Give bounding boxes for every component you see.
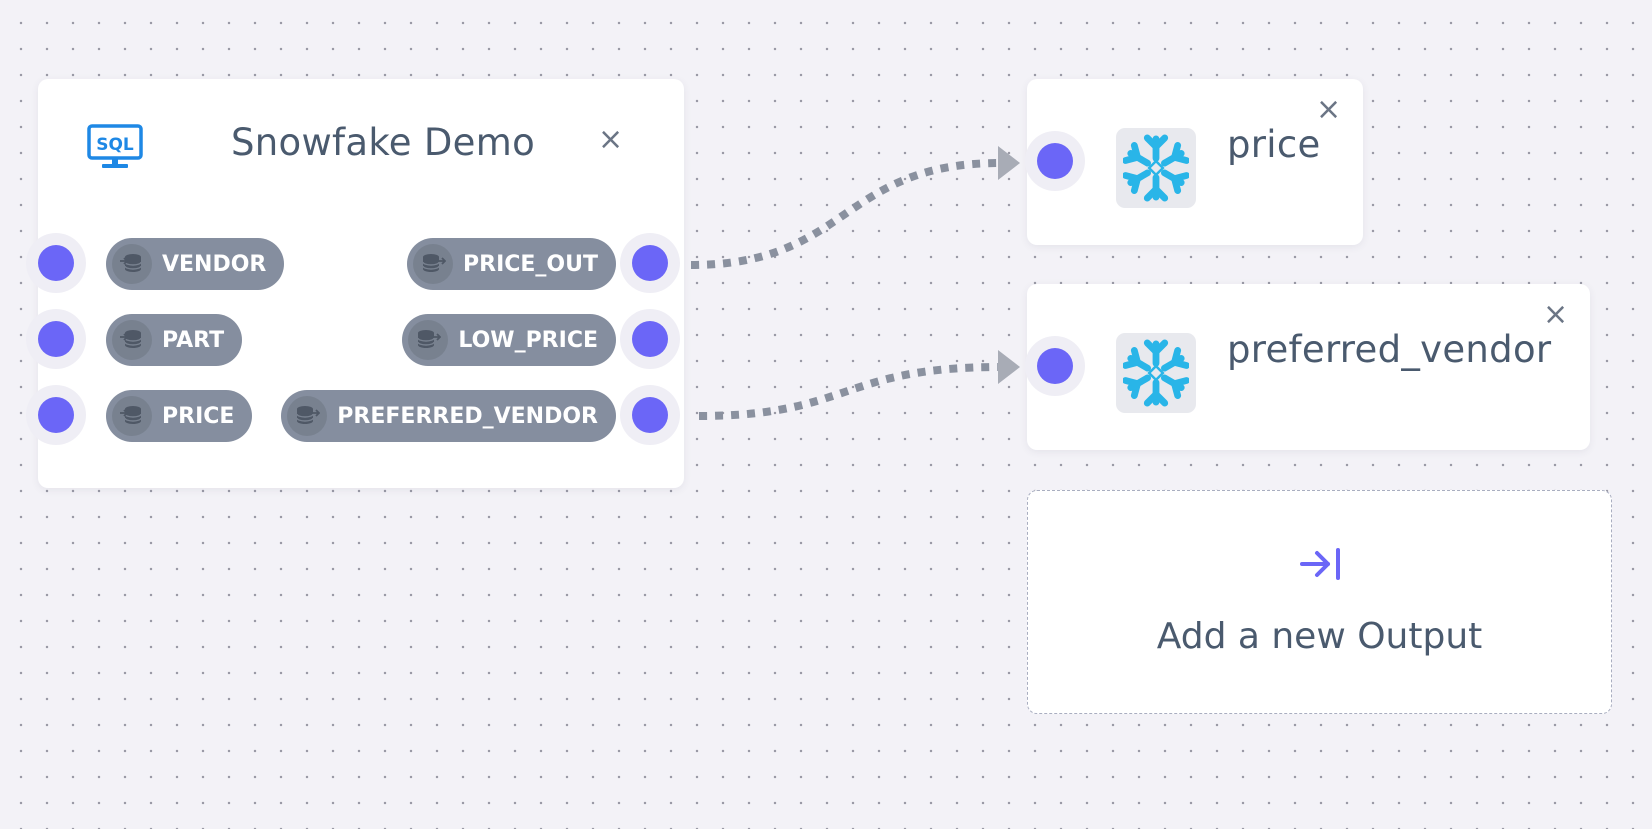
output-pill-price-out[interactable]: PRICE_OUT (407, 238, 616, 290)
output-port-price-out[interactable] (620, 233, 680, 293)
edge-arrowhead-price (998, 146, 1020, 180)
output-node-preferred-vendor-title: preferred_vendor (1227, 328, 1552, 371)
database-output-icon (408, 320, 449, 360)
add-output-button[interactable]: Add a new Output (1027, 490, 1612, 714)
database-input-icon (112, 320, 152, 360)
output-node-preferred-vendor[interactable]: preferred_vendor × (1025, 284, 1590, 450)
output-node-price-title: price (1227, 123, 1321, 166)
svg-text:SQL: SQL (96, 135, 134, 155)
database-input-icon (112, 244, 152, 284)
output-label-preferred-vendor: PREFERRED_VENDOR (337, 403, 598, 429)
output-label-price-out: PRICE_OUT (463, 251, 598, 277)
edge-price-out-to-price (690, 159, 1001, 269)
output-node-preferred-vendor-input-port[interactable] (1025, 336, 1085, 396)
database-output-icon (287, 396, 328, 436)
input-pill-vendor[interactable]: VENDOR (106, 238, 285, 290)
output-port-low-price[interactable] (620, 309, 680, 369)
edge-preferred-vendor-to-preferred-vendor (698, 363, 1001, 420)
input-label-vendor: VENDOR (162, 251, 267, 277)
output-node-price[interactable]: price × (1025, 79, 1363, 245)
output-node-price-close-button[interactable]: × (1316, 92, 1342, 127)
output-label-low-price: LOW_PRICE (458, 327, 598, 353)
input-label-price: PRICE (162, 403, 235, 429)
snowflake-icon (1116, 333, 1196, 413)
add-output-label: Add a new Output (1156, 616, 1483, 657)
input-port-vendor[interactable] (26, 233, 86, 293)
snowflake-icon (1116, 128, 1196, 208)
output-pill-low-price[interactable]: LOW_PRICE (402, 314, 616, 366)
input-label-part: PART (162, 327, 225, 353)
sql-monitor-icon: SQL (87, 124, 143, 168)
output-pill-preferred-vendor[interactable]: PREFERRED_VENDOR (281, 390, 616, 442)
arrow-to-end-icon (1300, 548, 1340, 580)
output-node-price-input-port[interactable] (1025, 131, 1085, 191)
sql-node[interactable]: SQL Snowfake Demo × VENDOR PART PRICE PR… (26, 79, 684, 488)
sql-node-close-button[interactable]: × (598, 122, 624, 157)
input-port-price[interactable] (26, 385, 86, 445)
sql-node-title: Snowfake Demo (231, 121, 536, 164)
input-pill-part[interactable]: PART (106, 314, 243, 366)
output-node-preferred-vendor-close-button[interactable]: × (1543, 297, 1569, 332)
input-port-part[interactable] (26, 309, 86, 369)
database-input-icon (112, 396, 152, 436)
database-output-icon (413, 244, 453, 284)
input-pill-price[interactable]: PRICE (106, 390, 253, 442)
edge-arrowhead-preferred-vendor (998, 350, 1020, 384)
output-port-preferred-vendor[interactable] (620, 385, 680, 445)
